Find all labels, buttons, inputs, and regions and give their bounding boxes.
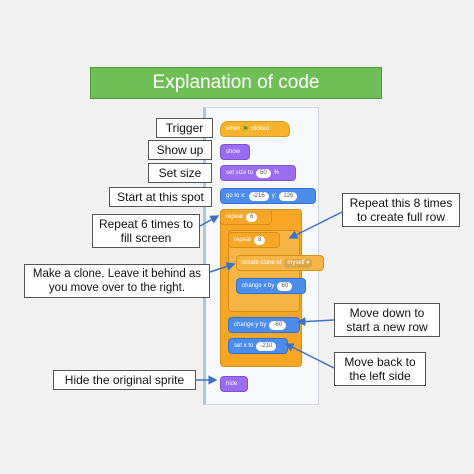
label-trigger: Trigger <box>156 118 213 138</box>
label-set-size-text: Set size <box>158 166 202 180</box>
label-move-back: Move back to the left side <box>334 352 426 386</box>
set-x-text: set x to <box>234 343 254 349</box>
hide-block[interactable]: hide <box>220 376 248 392</box>
show-block[interactable]: show <box>220 144 250 160</box>
label-repeat8-text: Repeat this 8 times to create full row <box>349 196 453 224</box>
label-trigger-text: Trigger <box>165 121 204 135</box>
create-clone-block[interactable]: create clone of myself ▾ <box>236 255 324 271</box>
green-flag-icon: ⚑ <box>242 126 249 133</box>
set-x-value[interactable]: -210 <box>256 341 277 351</box>
title-text: Explanation of code <box>152 72 320 93</box>
label-move-down: Move down to start a new row <box>334 303 440 337</box>
change-y-block[interactable]: change y by -60 <box>228 317 300 333</box>
create-clone-text: create clone of <box>242 260 282 266</box>
change-y-value[interactable]: -60 <box>269 320 287 330</box>
repeat-inner-text: repeat <box>234 237 252 243</box>
change-x-text: change x by <box>242 283 275 289</box>
when-text: when <box>226 126 241 132</box>
label-clone: Make a clone. Leave it behind as you mov… <box>24 264 210 298</box>
label-move-back-text: Move back to the left side <box>344 355 416 383</box>
repeat-inner-value[interactable]: 8 <box>254 235 266 245</box>
label-move-down-text: Move down to start a new row <box>346 306 428 334</box>
when-flag-clicked-block[interactable]: when ⚑ clicked <box>220 121 290 137</box>
clicked-text: clicked <box>250 126 269 132</box>
goto-x-value[interactable]: -216 <box>248 191 269 201</box>
label-repeat6: Repeat 6 times to fill screen <box>92 214 200 248</box>
label-set-size: Set size <box>148 163 212 183</box>
title-banner: Explanation of code <box>90 67 382 99</box>
label-repeat8: Repeat this 8 times to create full row <box>342 193 460 227</box>
repeat-outer-value[interactable]: 6 <box>246 212 258 222</box>
clone-target-dropdown[interactable]: myself ▾ <box>284 258 313 268</box>
clone-target-value: myself <box>287 259 305 266</box>
goto-y-value[interactable]: 126 <box>279 191 298 201</box>
repeat-inner-block[interactable]: repeat 8 <box>228 232 280 248</box>
change-y-text: change y by <box>234 322 267 328</box>
label-repeat6-text: Repeat 6 times to fill screen <box>98 217 194 245</box>
go-to-xy-block[interactable]: go to x: -216 y: 126 <box>220 188 316 204</box>
label-hide-original: Hide the original sprite <box>53 370 196 390</box>
goto-y-label: y: <box>271 193 277 199</box>
set-x-block[interactable]: set x to -210 <box>228 338 288 354</box>
set-size-value[interactable]: 50 <box>256 168 271 178</box>
set-size-text: set size to <box>226 170 254 176</box>
label-hide-original-text: Hide the original sprite <box>64 373 185 387</box>
hide-text: hide <box>226 381 238 387</box>
change-x-value[interactable]: 60 <box>277 281 293 291</box>
label-show-up: Show up <box>148 140 212 160</box>
show-text: show <box>226 149 241 155</box>
label-start-text: Start at this spot <box>117 190 204 204</box>
goto-text: go to x: <box>226 193 246 199</box>
set-size-block[interactable]: set size to 50 % <box>220 165 296 181</box>
label-clone-text: Make a clone. Leave it behind as you mov… <box>32 268 202 294</box>
label-show-up-text: Show up <box>156 143 204 157</box>
change-x-block[interactable]: change x by 60 <box>236 278 306 294</box>
set-size-unit: % <box>273 170 280 176</box>
repeat-outer-block[interactable]: repeat 6 <box>220 209 272 225</box>
repeat-outer-text: repeat <box>226 214 244 220</box>
label-start: Start at this spot <box>109 187 212 207</box>
code-area: when ⚑ clicked show set size to 50 % go … <box>203 107 324 405</box>
